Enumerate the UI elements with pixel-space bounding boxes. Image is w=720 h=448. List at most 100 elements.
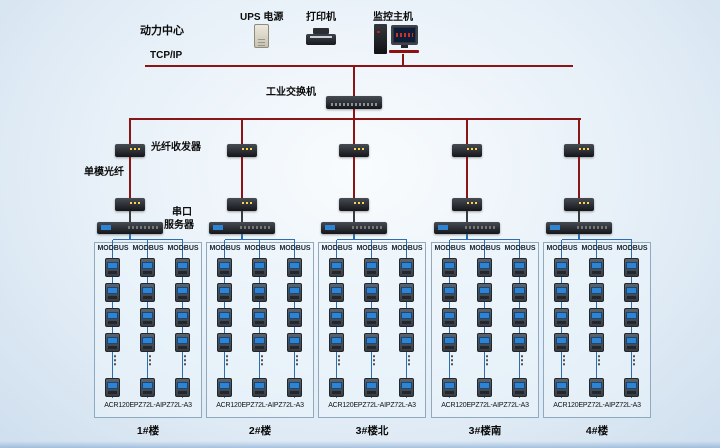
column-ellipsis: ⋮ — [333, 353, 345, 367]
energy-meter-icon — [399, 258, 414, 277]
transceiver-to-server-line — [578, 211, 580, 222]
tcpip-label: TCP/IP — [150, 50, 183, 61]
printer-body — [306, 34, 336, 45]
column-ellipsis: ⋮ — [558, 353, 570, 367]
column-ellipsis: ⋮ — [368, 353, 380, 367]
column-ellipsis: ⋮ — [403, 353, 415, 367]
monitor-icon — [391, 25, 418, 45]
server-drop-line — [129, 234, 131, 240]
group-name-label: 3#楼北 — [355, 425, 389, 437]
monitor-host-icon — [374, 24, 422, 56]
energy-meter-icon — [175, 258, 190, 277]
energy-meter-icon — [399, 333, 414, 352]
server-drop-line — [578, 234, 580, 240]
modbus-label: MODBUS — [279, 245, 311, 252]
energy-meter-icon — [287, 283, 302, 302]
printer-paper-tray — [313, 28, 329, 34]
energy-meter-icon — [442, 258, 457, 277]
energy-meter-icon — [364, 258, 379, 277]
serial-server-icon — [209, 222, 275, 234]
fiber-branch-line — [241, 120, 243, 144]
column-ellipsis: ⋮ — [516, 353, 528, 367]
energy-meter-icon — [175, 308, 190, 327]
energy-meter-icon — [252, 378, 267, 397]
fiber-branch-line — [129, 120, 131, 144]
modbus-label: MODBUS — [132, 245, 164, 252]
energy-meter-icon — [140, 283, 155, 302]
energy-meter-icon — [589, 308, 604, 327]
column-ellipsis: ⋮ — [291, 353, 303, 367]
fiber-transceiver-bottom-icon — [452, 198, 482, 211]
single-mode-fiber-line — [466, 157, 468, 198]
single-mode-fiber-line — [353, 157, 355, 198]
fiber-branch-line — [578, 120, 580, 144]
fiber-transceiver-bottom-icon — [564, 198, 594, 211]
fiber-transceiver-top-icon — [227, 144, 257, 157]
tcpip-to-switch-line — [353, 67, 355, 96]
energy-meter-icon — [105, 258, 120, 277]
modbus-label: MODBUS — [167, 245, 199, 252]
column-fan-line — [562, 239, 632, 240]
energy-meter-icon — [624, 283, 639, 302]
modbus-label: MODBUS — [434, 245, 466, 252]
energy-meter-icon — [589, 283, 604, 302]
energy-meter-icon — [217, 333, 232, 352]
energy-meter-icon — [512, 333, 527, 352]
column-fan-line — [450, 239, 520, 240]
energy-meter-icon — [477, 258, 492, 277]
column-ellipsis: ⋮ — [256, 353, 268, 367]
energy-meter-icon — [175, 333, 190, 352]
fiber-transceiver-top-icon — [564, 144, 594, 157]
energy-meter-icon — [554, 283, 569, 302]
serial-server-label-line1: 串口 — [172, 207, 192, 218]
energy-meter-icon — [512, 378, 527, 397]
single-mode-fiber-line — [578, 157, 580, 198]
modbus-label: MODBUS — [244, 245, 276, 252]
energy-meter-icon — [442, 308, 457, 327]
column-ellipsis: ⋮ — [144, 353, 156, 367]
energy-meter-icon — [140, 308, 155, 327]
energy-meter-icon — [364, 283, 379, 302]
group-name-label: 3#楼南 — [468, 425, 502, 437]
fiber-transceiver-bottom-icon — [227, 198, 257, 211]
energy-meter-icon — [477, 308, 492, 327]
column-ellipsis: ⋮ — [481, 353, 493, 367]
energy-meter-icon — [105, 378, 120, 397]
distribution-bus-line — [129, 118, 581, 120]
group-name-label: 4#楼 — [585, 425, 609, 437]
energy-meter-icon — [287, 378, 302, 397]
printer-icon — [306, 28, 336, 46]
industrial-switch-icon — [326, 96, 382, 109]
energy-meter-icon — [287, 308, 302, 327]
energy-meter-icon — [217, 378, 232, 397]
energy-meter-icon — [399, 378, 414, 397]
energy-meter-icon — [442, 333, 457, 352]
energy-meter-icon — [217, 308, 232, 327]
energy-meter-icon — [329, 378, 344, 397]
energy-meter-icon — [175, 283, 190, 302]
modbus-label: MODBUS — [321, 245, 353, 252]
serial-server-label-line2: 服务器 — [164, 220, 194, 231]
ups-label: UPS 电源 — [240, 12, 284, 23]
single-mode-fiber-line — [129, 157, 131, 198]
column-ellipsis: ⋮ — [109, 353, 121, 367]
energy-meter-icon — [329, 308, 344, 327]
transceiver-to-server-line — [129, 211, 131, 222]
energy-meter-icon — [364, 333, 379, 352]
energy-meter-icon — [624, 333, 639, 352]
energy-meter-icon — [140, 378, 155, 397]
serial-server-icon — [546, 222, 612, 234]
meter-model-label: ACR120EPZ72L-AIPZ72L-A3 — [216, 402, 304, 409]
column-fan-line — [337, 239, 407, 240]
energy-meter-icon — [329, 258, 344, 277]
industrial-switch-label: 工业交换机 — [266, 87, 316, 98]
host-to-tcpip-line — [402, 54, 404, 66]
energy-meter-icon — [589, 378, 604, 397]
energy-meter-icon — [477, 283, 492, 302]
tcpip-bus-line — [145, 65, 573, 67]
column-ellipsis: ⋮ — [446, 353, 458, 367]
fiber-transceiver-top-icon — [452, 144, 482, 157]
energy-meter-icon — [105, 283, 120, 302]
monitor-stand — [401, 45, 408, 48]
